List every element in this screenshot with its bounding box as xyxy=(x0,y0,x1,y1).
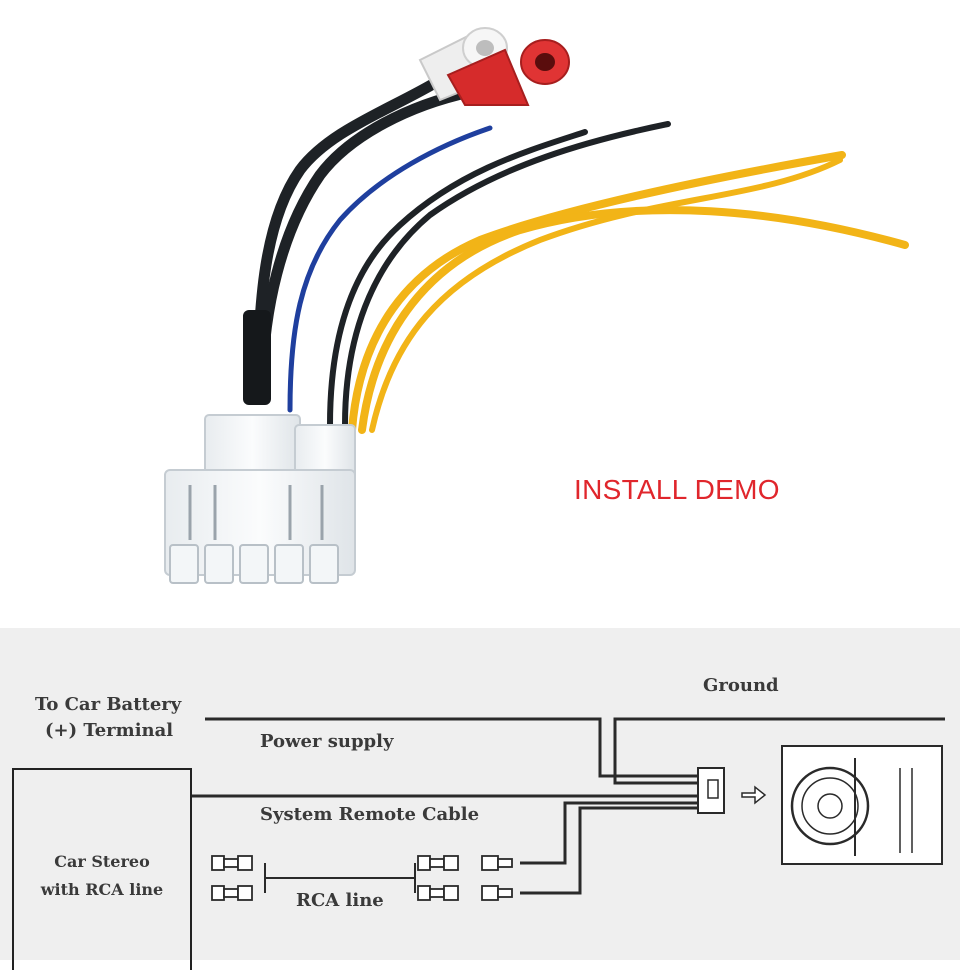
wiring-diagram: To Car Battery (+) Terminal Ground Power… xyxy=(0,628,960,970)
product-photo: INSTALL DEMO xyxy=(164,27,909,584)
ground-line xyxy=(613,717,945,785)
battery-label-line2: (+) Terminal xyxy=(45,720,174,741)
rca-line-label: RCA line xyxy=(296,890,384,911)
diagram-connector xyxy=(697,767,725,814)
rca-line-upper xyxy=(520,801,700,865)
blue-wire xyxy=(287,125,493,413)
yellow-wires xyxy=(348,151,909,434)
amplifier-icon xyxy=(781,745,943,865)
rca-plug-icons xyxy=(211,855,513,901)
stereo-label-line1: Car Stereo xyxy=(54,852,150,871)
heat-shrink xyxy=(243,310,271,405)
rca-line-lower xyxy=(520,806,700,895)
power-label: Power supply xyxy=(260,731,394,752)
ground-label: Ground xyxy=(703,675,779,696)
wiring-lines xyxy=(190,717,945,901)
install-demo-label: INSTALL DEMO xyxy=(574,474,780,505)
rca-black-wires xyxy=(252,74,476,401)
remote-cable-label: System Remote Cable xyxy=(260,804,480,825)
wiring-harness-photo xyxy=(164,27,909,584)
stereo-label-line2: with RCA line xyxy=(40,880,164,899)
connector-block xyxy=(164,414,356,584)
car-stereo-box: Car Stereo with RCA line xyxy=(12,768,192,970)
battery-label-line1: To Car Battery xyxy=(35,694,182,715)
power-line xyxy=(205,717,700,778)
arrow-icon xyxy=(741,785,767,805)
red-rca-plug xyxy=(446,39,570,106)
black-wires xyxy=(327,121,671,428)
